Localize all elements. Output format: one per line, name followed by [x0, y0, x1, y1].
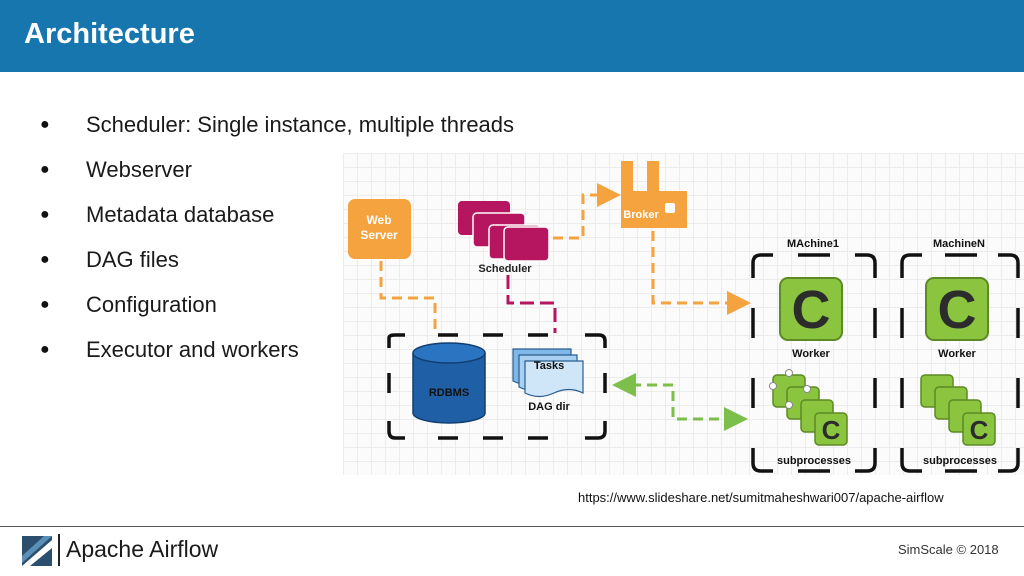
machineN-subprocesses-node: C subprocesses: [920, 374, 997, 467]
broker-node: Broker: [621, 161, 687, 228]
connector-webserver-db: [379, 261, 437, 333]
machine1-worker-node: C Worker: [779, 277, 843, 360]
tasks-label: Tasks: [534, 360, 564, 372]
scheduler-label: Scheduler: [478, 263, 532, 275]
architecture-diagram-svg: Web Server Broker Scheduler RDBMS Tasks: [348, 161, 1020, 473]
connector-scheduler-broker: [553, 183, 621, 240]
machineN-label: MachineN: [933, 238, 985, 250]
bullet-item: ● Metadata database: [40, 198, 514, 243]
bullet-text: Webserver: [86, 157, 192, 182]
bullet-dot-icon: ●: [40, 251, 50, 268]
scheduler-node: Scheduler: [458, 201, 550, 275]
bullet-list: ● Scheduler: Single instance, multiple th…: [40, 108, 514, 378]
machineN-group: MachineN C Worker C subprocesses: [900, 238, 1020, 473]
bullet-item: ● Executor and workers: [40, 333, 514, 378]
bullet-item: ● Configuration: [40, 288, 514, 333]
machine1-subprocesses-label: subprocesses: [777, 455, 851, 467]
machineN-worker-label: Worker: [938, 348, 976, 360]
bullet-text: Executor and workers: [86, 337, 299, 362]
machine1-group: MAchine1 C Worker C subprocesses: [751, 238, 877, 473]
rdbms-node: RDBMS: [412, 342, 486, 424]
footer-logo-divider: [58, 534, 60, 566]
celery-logo-icon: C: [822, 415, 841, 445]
connector-scheduler-dags: [506, 275, 557, 333]
metadata-group-frame: [387, 333, 607, 440]
bullet-text: Scheduler: Single instance, multiple thr…: [86, 112, 515, 137]
simscale-logo-icon: [22, 536, 52, 566]
slide-header: Architecture: [0, 0, 1024, 72]
bullet-text: Metadata database: [86, 202, 275, 227]
bullet-dot-icon: ●: [40, 116, 50, 133]
bullet-text: Configuration: [86, 292, 217, 317]
source-link[interactable]: https://www.slideshare.net/sumitmaheshwa…: [578, 490, 944, 505]
machineN-subprocesses-label: subprocesses: [923, 455, 997, 467]
connector-broker-worker: [651, 231, 751, 315]
web-server-node: Web Server: [348, 199, 411, 259]
bullet-item: ● DAG files: [40, 243, 514, 288]
bullet-dot-icon: ●: [40, 341, 50, 358]
celery-logo-icon: C: [792, 280, 831, 340]
bullet-dot-icon: ●: [40, 296, 50, 313]
machine1-label: MAchine1: [787, 238, 839, 250]
bullet-dot-icon: ●: [40, 161, 50, 178]
architecture-diagram: Web Server Broker Scheduler RDBMS Tasks: [343, 153, 1024, 475]
rdbms-label: RDBMS: [429, 387, 469, 399]
footer-copyright: SimScale © 2018: [898, 542, 999, 557]
bullet-dot-icon: ●: [40, 206, 50, 223]
broker-label: Broker: [623, 209, 659, 221]
footer-divider: [0, 526, 1024, 527]
footer-title: Apache Airflow: [66, 536, 219, 562]
bullet-text: DAG files: [86, 247, 179, 272]
machine1-worker-label: Worker: [792, 348, 830, 360]
dag-dir-node: Tasks DAG dir: [512, 348, 584, 413]
bullet-item: ● Webserver: [40, 153, 514, 198]
machineN-worker-node: C Worker: [925, 277, 989, 360]
bullet-item: ● Scheduler: Single instance, multiple th…: [40, 108, 514, 153]
connector-dags-subprocesses: [612, 373, 748, 431]
web-server-label-1: Web: [366, 213, 391, 227]
slide-title: Architecture: [24, 18, 195, 50]
celery-logo-icon: C: [938, 280, 977, 340]
machine1-subprocesses-node: C subprocesses: [769, 369, 851, 467]
celery-logo-icon: C: [970, 415, 989, 445]
web-server-label-2: Server: [360, 228, 398, 242]
dag-dir-label: DAG dir: [528, 401, 570, 413]
